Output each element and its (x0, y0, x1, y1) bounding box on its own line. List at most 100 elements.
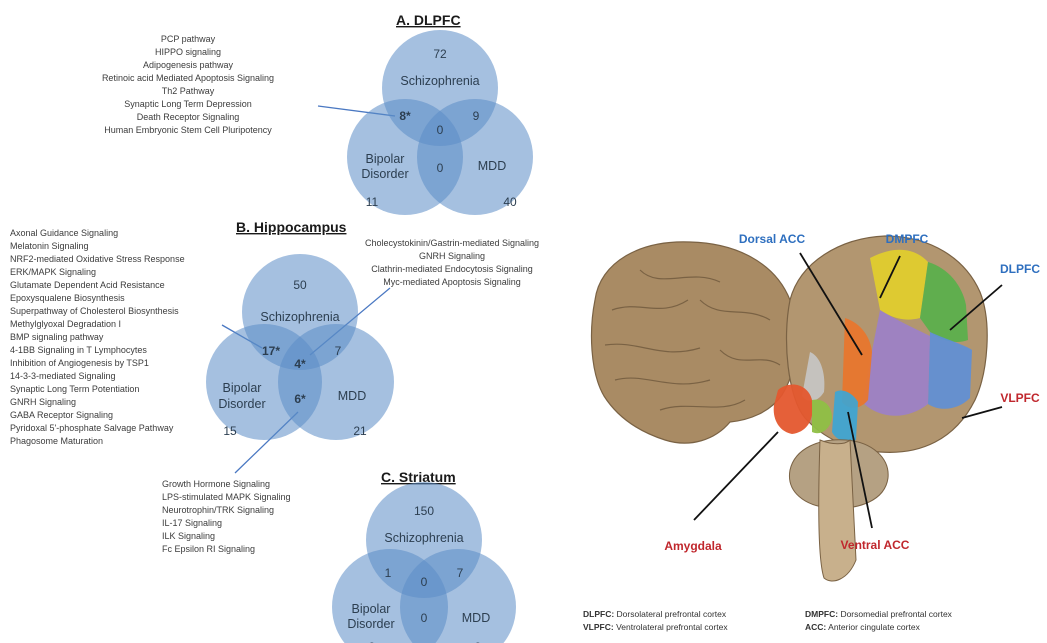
legend-value-acc: Anterior cingulate cortex (828, 622, 920, 632)
pathway-item: Glutamate Dependent Acid Resistance (10, 280, 165, 290)
pathway-item: 4-1BB Signaling in T Lymphocytes (10, 345, 147, 355)
pathway-item: Clathrin-mediated Endocytosis Signaling (371, 264, 533, 274)
pathway-item: Myc-mediated Apoptosis Signaling (383, 277, 521, 287)
region-dmpfc (870, 249, 928, 320)
pathway-item: HIPPO signaling (155, 47, 221, 57)
panel-a: A. DLPFC PCP pathway HIPPO signaling Adi… (102, 12, 533, 215)
label-bipolar-2: Disorder (347, 617, 394, 631)
count-scz-bd: 17* (262, 344, 280, 358)
venn-b: 50 Schizophrenia 17* 4* 7 6* Bipolar Dis… (206, 254, 394, 440)
panel-b-pathway-list-bd-mdd: Growth Hormone Signaling LPS-stimulated … (162, 479, 291, 554)
count-bd-only: 15 (223, 424, 237, 438)
label-mdd: MDD (338, 389, 366, 403)
region-dorsal-acc (842, 318, 872, 408)
pathway-item: ILK Signaling (162, 531, 215, 541)
label-bipolar-2: Disorder (218, 397, 265, 411)
pathway-item: Synaptic Long Term Depression (124, 99, 251, 109)
count-scz-only: 72 (433, 47, 447, 61)
pathway-item: Pyridoxal 5'-phosphate Salvage Pathway (10, 423, 174, 433)
label-bipolar-1: Bipolar (223, 381, 262, 395)
pathway-item: Synaptic Long Term Potentiation (10, 384, 139, 394)
venn-circle-mdd (417, 99, 533, 215)
label-amygdala: Amygdala (664, 539, 722, 553)
count-scz-mdd: 9 (473, 109, 480, 123)
pathway-item: GABA Receptor Signaling (10, 410, 113, 420)
pathway-item: Growth Hormone Signaling (162, 479, 270, 489)
venn-circle-mdd (278, 324, 394, 440)
label-dlpfc: DLPFC (1000, 262, 1040, 276)
count-all: 0 (421, 575, 428, 589)
count-all: 0 (437, 123, 444, 137)
leader-line (879, 255, 901, 299)
leader-line (961, 406, 1003, 419)
label-dorsal-acc: Dorsal ACC (739, 232, 806, 246)
pathway-item: Neurotrophin/TRK Signaling (162, 505, 274, 515)
brain-hemisphere-left (590, 241, 797, 444)
legend-value-dlpfc: Dorsolateral prefrontal cortex (617, 609, 727, 619)
count-all: 4* (294, 357, 306, 371)
region-orbitofrontal (862, 310, 930, 416)
pathway-item: Melatonin Signaling (10, 241, 89, 251)
pathway-item: GNRH Signaling (419, 251, 485, 261)
venn-circle-mdd (400, 549, 516, 643)
pathway-item: PCP pathway (161, 34, 216, 44)
count-bd-only: 9 (369, 640, 376, 643)
legend-row-acc: ACC: Anterior cingulate cortex (805, 622, 921, 632)
count-mdd-only: 21 (353, 424, 367, 438)
legend-row-dmpfc: DMPFC: Dorsomedial prefrontal cortex (805, 609, 953, 619)
region-corpus-callosum (802, 352, 825, 401)
pathway-item: Human Embryonic Stem Cell Pluripotency (104, 125, 272, 135)
legend-key-dmpfc: DMPFC: (805, 609, 838, 619)
count-scz-bd: 8* (399, 109, 411, 123)
label-ventral-acc: Ventral ACC (841, 538, 910, 552)
brain-sulci (604, 269, 781, 411)
legend-key-dlpfc: DLPFC: (583, 609, 614, 619)
panel-a-title: A. DLPFC (396, 12, 461, 28)
pathway-item: Axonal Guidance Signaling (10, 228, 118, 238)
panel-b-title: B. Hippocampus (236, 219, 347, 235)
label-schizophrenia: Schizophrenia (400, 74, 479, 88)
panel-c: C. Striatum 150 Schizophrenia 1 0 7 0 Bi… (332, 469, 516, 643)
pathway-item: Superpathway of Cholesterol Biosynthesis (10, 306, 179, 316)
region-striatum (812, 399, 832, 434)
pathway-item: Death Receptor Signaling (137, 112, 240, 122)
region-ventral-acc (832, 390, 858, 442)
label-schizophrenia: Schizophrenia (384, 531, 463, 545)
pathway-item: Methylglyoxal Degradation I (10, 319, 121, 329)
region-amygdala-hippocampus (773, 384, 813, 434)
region-dlpfc (920, 262, 968, 343)
panel-a-pathway-list: PCP pathway HIPPO signaling Adipogenesis… (102, 34, 274, 135)
label-dmpfc: DMPFC (886, 232, 929, 246)
brainstem (818, 438, 857, 582)
count-scz-mdd: 7 (457, 566, 464, 580)
pathway-item: ERK/MAPK Signaling (10, 267, 96, 277)
label-mdd: MDD (462, 611, 490, 625)
label-vlpfc: VLPFC (1000, 391, 1040, 405)
legend-value-dmpfc: Dorsomedial prefrontal cortex (840, 609, 952, 619)
pathway-item: LPS-stimulated MAPK Signaling (162, 492, 291, 502)
pathway-item: 14-3-3-mediated Signaling (10, 371, 116, 381)
label-mdd: MDD (478, 159, 506, 173)
count-bd-mdd: 6* (294, 392, 306, 406)
pathway-item: GNRH Signaling (10, 397, 76, 407)
leader-line (693, 431, 779, 521)
legend-key-acc: ACC: (805, 622, 826, 632)
count-bd-mdd: 0 (421, 611, 428, 625)
legend-key-vlpfc: VLPFC: (583, 622, 614, 632)
legend-value-vlpfc: Ventrolateral prefrontal cortex (616, 622, 728, 632)
count-mdd-only: 40 (503, 195, 517, 209)
region-vlpfc (928, 332, 972, 409)
pathway-item: Phagosome Maturation (10, 436, 103, 446)
count-mdd-only: 9 (475, 640, 482, 643)
pathway-item: Retinoic acid Mediated Apoptosis Signali… (102, 73, 274, 83)
panel-b: B. Hippocampus Axonal Guidance Signaling… (10, 219, 539, 554)
count-scz-only: 50 (293, 278, 307, 292)
leader-line (799, 252, 863, 356)
pathway-item: Adipogenesis pathway (143, 60, 234, 70)
pathway-item: Inhibition of Angiogenesis by TSP1 (10, 358, 149, 368)
pathway-item: Epoxysqualene Biosynthesis (10, 293, 125, 303)
panel-b-pathway-list-all: Cholecystokinin/Gastrin-mediated Signali… (365, 238, 539, 287)
abbreviation-legend: DLPFC: Dorsolateral prefrontal cortex VL… (583, 609, 953, 632)
leader-line (949, 284, 1003, 331)
